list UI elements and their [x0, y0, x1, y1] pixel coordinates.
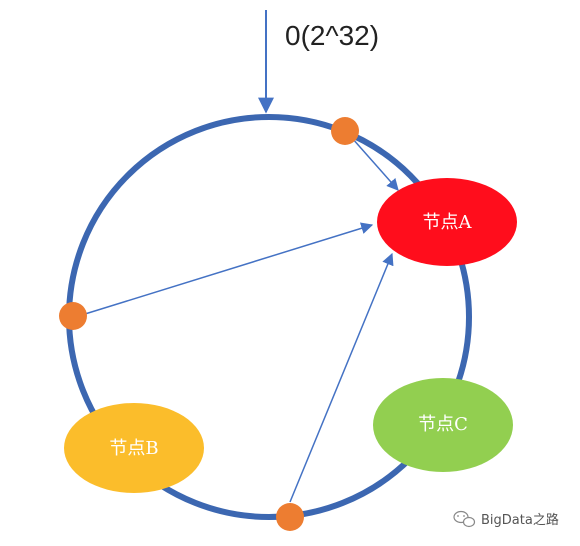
node-b-shape [64, 403, 204, 493]
origin-label: 0(2^32) [285, 20, 379, 51]
mapping-arrow-top [351, 137, 399, 191]
mapping-arrow-bottom [289, 252, 394, 503]
watermark: BigData之路 [453, 510, 559, 528]
mapping-arrow-left [84, 222, 374, 315]
node-c-label: 节点C [418, 414, 468, 435]
node-c-shape [373, 378, 513, 472]
node-c: 节点C [373, 378, 513, 472]
node-b-label: 节点B [109, 438, 158, 459]
wechat-icon [453, 510, 476, 528]
hash-point-left [59, 302, 87, 330]
hash-point-top [331, 117, 359, 145]
hash-point-bottom [276, 503, 304, 531]
node-a-label: 节点A [423, 212, 473, 233]
watermark-text: BigData之路 [481, 512, 559, 528]
node-a-shape [377, 178, 517, 266]
node-b: 节点B [64, 403, 204, 493]
node-a: 节点A [377, 178, 517, 266]
